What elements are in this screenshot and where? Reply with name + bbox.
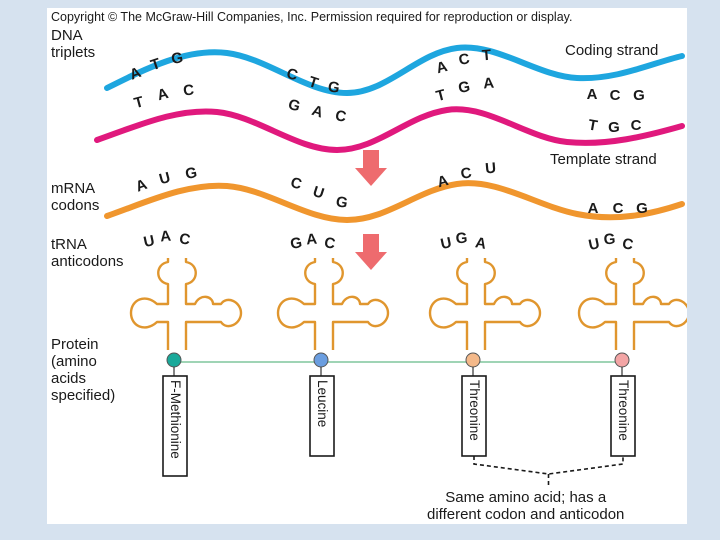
template-strand-curve <box>94 106 685 154</box>
codon-base: A <box>133 176 149 196</box>
coding-base: C <box>457 50 471 69</box>
anticodon-base: U <box>587 235 601 254</box>
codon-base: G <box>184 164 198 183</box>
trna-cloverleaf <box>276 258 390 350</box>
template-base: G <box>286 96 302 115</box>
amino-acid-label: F-Methionine <box>168 380 183 459</box>
label-same-amino-acid-note: Same amino acid; has a different codon a… <box>427 489 625 523</box>
trna-molecule <box>577 258 687 376</box>
anticodon-base: A <box>159 228 171 246</box>
amino-acid-label: Threonine <box>616 380 631 441</box>
template-base: T <box>132 93 145 112</box>
anticodon-base: C <box>178 230 192 249</box>
anticodon-base: A <box>305 231 317 249</box>
coding-base: G <box>327 78 341 97</box>
codon-base: G <box>636 200 648 217</box>
anticodon-base: C <box>621 235 635 254</box>
coding-strand-curve <box>104 44 685 97</box>
template-base: C <box>182 82 194 100</box>
codon-base: C <box>289 174 304 193</box>
coding-base: T <box>481 47 492 65</box>
amino-acid-box <box>461 375 487 457</box>
same-amino-acid-bracket <box>473 456 624 486</box>
codon-base: C <box>613 200 624 217</box>
template-base: T <box>434 86 447 105</box>
label-template-strand: Template strand <box>550 151 657 168</box>
amino-acid-ball <box>313 352 329 368</box>
codon-base: U <box>157 169 172 188</box>
anticodon-base: G <box>455 230 468 248</box>
template-base: A <box>310 102 326 122</box>
anticodon-base: A <box>474 234 488 253</box>
coding-base: C <box>285 65 300 84</box>
mrna-strand-curve <box>104 180 685 224</box>
copyright-notice: Copyright © The McGraw-Hill Companies, I… <box>51 10 573 24</box>
trna-cloverleaf <box>129 258 243 350</box>
label-trna-anticodons: tRNA anticodons <box>51 236 124 270</box>
coding-base: G <box>170 49 184 68</box>
label-coding-strand: Coding strand <box>565 42 659 59</box>
template-base: G <box>457 78 471 97</box>
diagram-panel: Copyright © The McGraw-Hill Companies, I… <box>47 8 687 524</box>
amino-acid-box <box>162 375 188 477</box>
coding-base: A <box>127 64 143 84</box>
template-base: T <box>587 116 599 134</box>
anticodon-base: C <box>323 234 337 253</box>
amino-acid-ball <box>614 352 630 368</box>
amino-acid-box <box>309 375 335 457</box>
amino-acid-box <box>610 375 636 457</box>
codon-base: A <box>588 200 599 217</box>
anticodon-base: U <box>142 232 156 251</box>
amino-acid-ball <box>166 352 182 368</box>
template-base: G <box>608 119 620 136</box>
amino-acid-ball <box>465 352 481 368</box>
label-mrna-codons: mRNA codons <box>51 180 100 214</box>
trna-molecule <box>428 258 542 376</box>
coding-base: A <box>434 58 449 77</box>
coding-base: G <box>633 87 645 104</box>
anticodon-base: G <box>289 234 303 253</box>
template-base: C <box>631 117 642 134</box>
codon-base: C <box>459 164 473 183</box>
codon-base: U <box>311 183 327 203</box>
coding-base: A <box>587 86 598 103</box>
flow-arrow-2 <box>355 234 387 270</box>
trna-cloverleaf <box>428 258 542 350</box>
coding-base: C <box>610 87 621 104</box>
template-base: A <box>155 85 170 104</box>
trna-cloverleaf <box>577 258 687 350</box>
amino-acid-label: Leucine <box>315 380 330 427</box>
template-base: A <box>482 75 494 93</box>
label-protein: Protein (amino acids specified) <box>51 336 116 404</box>
trna-molecule <box>129 258 243 376</box>
trna-molecule <box>276 258 390 376</box>
flow-arrow-1 <box>355 150 387 186</box>
anticodon-base: G <box>603 231 616 249</box>
amino-acid-label: Threonine <box>467 380 482 441</box>
anticodon-base: U <box>439 234 453 253</box>
codon-base: A <box>435 172 450 191</box>
codon-base: U <box>484 160 496 178</box>
template-base: C <box>334 107 348 126</box>
label-dna-triplets: DNA triplets <box>51 27 96 61</box>
codon-base: G <box>335 193 349 212</box>
